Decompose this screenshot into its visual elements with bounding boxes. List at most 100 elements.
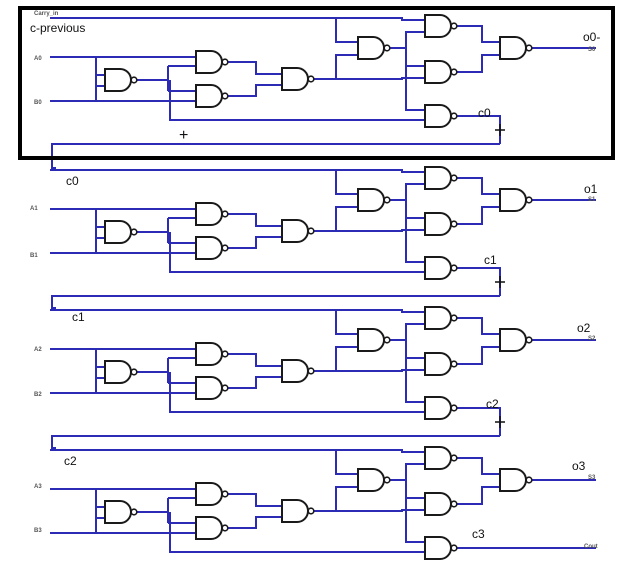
stage2-xor-to-n7-wire — [336, 369, 425, 372]
stage1-ab-to-carry-wire — [169, 232, 410, 273]
plus-mark: + — [179, 127, 188, 144]
stage1-carry-out-wire — [457, 267, 501, 296]
gate-layer — [104, 14, 533, 560]
stage1-n5-to-carry-wire — [405, 218, 425, 263]
stage3-nand-gate-6 — [424, 446, 458, 470]
stage3-nand-gate-1 — [104, 500, 138, 524]
stage2-nand-gate-5 — [357, 328, 391, 352]
stage3-carry-in-note: c2 — [64, 454, 77, 468]
stage2-nand-gate-2 — [195, 342, 229, 366]
stage1-nand-gate-2 — [195, 202, 229, 226]
stage1-nand-gate-carry — [424, 256, 458, 280]
stage1-nand-gate-6 — [424, 166, 458, 190]
stage0-ab-to-carry-wire — [169, 80, 410, 121]
stage2-sum-note: o2 — [577, 321, 591, 335]
stage1-nand-gate-7 — [424, 212, 458, 236]
stage3-carry-in-to-n6-wire — [336, 449, 425, 453]
stage1-nand-gate-3 — [195, 236, 229, 260]
stage3-nand-gate-4 — [281, 499, 315, 523]
stage2-n5-to-carry-wire — [405, 358, 425, 403]
stage2-nand-gate-7 — [424, 352, 458, 376]
stage1-carry-out-tick — [495, 276, 505, 288]
stage0-carry-out-tick — [495, 124, 505, 136]
stage3-nand-gate-2 — [195, 482, 229, 506]
stage3-xor-out-wire — [314, 486, 358, 512]
stage0-carry-in-wire — [50, 17, 358, 43]
stage3-input-a-label: A3 — [34, 484, 42, 490]
stage1-input-a-label: A1 — [30, 206, 38, 212]
stage3-input-b-label: B3 — [34, 528, 42, 534]
stage3-nand-gate-carry — [424, 536, 458, 560]
stage2-n2-out-wire — [228, 353, 282, 367]
stage3-ab-to-carry-wire — [169, 512, 410, 553]
stage0-sum-note: o0- — [583, 30, 600, 44]
stage2-n5-to-n6-wire — [390, 323, 425, 341]
stage1-nand-gate-5 — [357, 188, 391, 212]
stage0-n5-to-carry-wire — [405, 66, 425, 111]
carry-out-pin-label: Cout — [584, 544, 598, 550]
stage0-n5-to-n6-wire — [390, 31, 425, 49]
stage1-n3-out-wire — [228, 236, 282, 249]
stage3-n5-to-n7-wire — [405, 480, 425, 499]
stage2-nand-gate-4 — [281, 359, 315, 383]
stage3-n3-out-wire — [228, 516, 282, 529]
stage2-carry-out-wire — [457, 407, 501, 436]
stage0-nand-gate-2 — [195, 50, 229, 74]
stage1-carry-in-note: c0 — [66, 174, 79, 188]
stage1-sum-note: o1 — [584, 182, 598, 196]
stage2-carry-out-note: c2 — [486, 397, 499, 411]
stage0-carry-out-note: c0 — [478, 106, 491, 120]
stage2-nand-gate-carry — [424, 396, 458, 420]
stage2-carry-in-to-n6-wire — [336, 309, 425, 313]
stage1-carry-return-wire — [51, 295, 500, 309]
stage1-carry-in-wire — [50, 169, 358, 195]
stage0-nand-gate-3 — [195, 84, 229, 108]
stage2-n6-out-wire — [457, 317, 500, 335]
c-previous-note: c-previous — [30, 21, 85, 35]
stage2-n7-out-wire — [457, 346, 500, 365]
stage3-nand-gate-5 — [357, 468, 391, 492]
stage3-carry-in-wire — [50, 449, 358, 475]
stage0-nand-gate-4 — [281, 67, 315, 91]
stage3-n6-out-wire — [457, 457, 500, 475]
stage3-carry-out-note: c3 — [472, 527, 485, 541]
stage0-n3-out-wire — [228, 84, 282, 97]
stage0-nand-gate-6 — [424, 14, 458, 38]
stage2-carry-return-wire — [51, 435, 500, 449]
stage2-carry-in-note: c1 — [72, 310, 85, 324]
stage2-ab-to-carry-wire — [169, 372, 410, 413]
stage0-nand-gate-5 — [357, 36, 391, 60]
stage3-xor-to-n7-wire — [336, 509, 425, 512]
stage0-nand-gate-carry — [424, 104, 458, 128]
stage2-nand-gate-3 — [195, 376, 229, 400]
stage0-sum-pin-label: S0 — [588, 47, 596, 53]
stage3-n5-to-carry-wire — [405, 498, 425, 543]
stage2-carry-out-tick — [495, 416, 505, 428]
stage1-carry-out-note: c1 — [484, 253, 497, 267]
stage1-carry-in-to-n6-wire — [336, 169, 425, 173]
stage1-n5-to-n6-wire — [390, 183, 425, 201]
stage1-n2-out-wire — [228, 213, 282, 227]
stage0-input-a-label: A0 — [34, 56, 42, 62]
stage1-n6-out-wire — [457, 177, 500, 195]
stage0-n2-out-wire — [228, 61, 282, 75]
stage1-n5-to-n7-wire — [405, 200, 425, 219]
wire-layer — [50, 17, 596, 553]
label-layer: Carry_in A0 B0 S0 c-previous c0 o0- + A1… — [30, 11, 600, 550]
stage0-n5-to-n7-wire — [405, 48, 425, 67]
stage3-sum-pin-label: S3 — [588, 475, 596, 481]
stage2-nand-gate-1 — [104, 360, 138, 384]
stage0-nand-gate-1 — [104, 68, 138, 92]
highlight-box — [18, 6, 615, 160]
stage2-n3-out-wire — [228, 376, 282, 389]
stage1-nand-gate-1 — [104, 220, 138, 244]
stage0-carry-out-wire — [457, 115, 501, 144]
stage1-n7-out-wire — [457, 206, 500, 225]
stage0-n7-out-wire — [457, 54, 500, 73]
stage0-n6-out-wire — [457, 25, 500, 43]
stage2-carry-in-wire — [50, 309, 358, 335]
stage1-xor-to-n7-wire — [336, 229, 425, 232]
stage1-nand-gate-4 — [281, 219, 315, 243]
stage3-n2-out-wire — [228, 493, 282, 507]
